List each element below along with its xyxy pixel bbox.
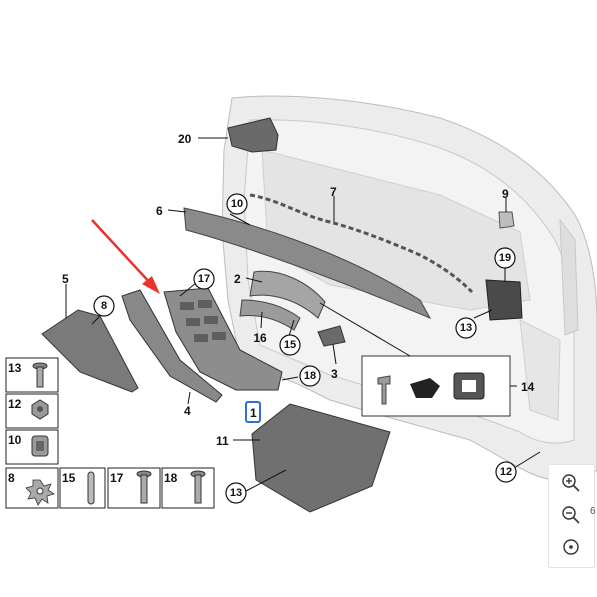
label-2: 2: [234, 272, 241, 286]
switch-buttons: [180, 300, 226, 342]
legend-12: 12: [8, 397, 22, 411]
zoom-controls: [548, 464, 595, 568]
part-1-highlight-box: [245, 401, 261, 423]
nut-12-icon: [31, 399, 49, 420]
svg-text:12: 12: [500, 466, 512, 478]
circle-label-15: 15: [279, 334, 301, 356]
legend-10: 10: [8, 433, 22, 447]
reset-view-icon: [563, 539, 579, 555]
label-6: 6: [156, 204, 163, 218]
label-3: 3: [331, 367, 338, 381]
svg-text:17: 17: [198, 273, 210, 285]
circle-label-10: 10: [226, 193, 248, 215]
zoom-side-text: 6: [590, 506, 596, 517]
legend-15: 15: [62, 471, 76, 485]
label-1: 1: [250, 406, 257, 420]
part-14-inset-box: [361, 355, 511, 417]
svg-text:10: 10: [231, 198, 243, 210]
label-4: 4: [184, 404, 191, 418]
circle-label-18: 18: [299, 365, 321, 387]
label-14: 14: [521, 380, 535, 394]
svg-text:16: 16: [253, 331, 267, 345]
clip-10-icon: [31, 435, 49, 457]
part-4-armrest: [121, 289, 223, 403]
zoom-out-button[interactable]: [557, 501, 585, 529]
circle-label-16: 16: [253, 331, 267, 345]
part-2-handle-bezel: [249, 270, 326, 319]
legend-13: 13: [8, 361, 22, 375]
part-19-block: [485, 279, 523, 321]
pin-15-icon: [87, 471, 95, 505]
reset-view-button[interactable]: [557, 533, 585, 561]
legend-8: 8: [8, 471, 15, 485]
svg-text:18: 18: [304, 370, 316, 382]
legend-18: 18: [164, 471, 178, 485]
screw-17-icon: [136, 470, 152, 504]
fastener-legend: 13 12 10 8 15 17 18: [5, 357, 215, 509]
label-5: 5: [62, 272, 69, 286]
circle-label-13-pocket: 13: [225, 482, 247, 504]
circle-label-19: 19: [494, 247, 516, 269]
part-20-bracket: [227, 117, 279, 153]
circle-label-17: 17: [193, 268, 215, 290]
screw-18-icon: [190, 470, 206, 504]
svg-text:13: 13: [230, 487, 242, 499]
zoom-in-icon: [562, 474, 580, 492]
part-9-clip: [498, 211, 515, 229]
legend-17: 17: [110, 471, 124, 485]
screw-13-icon: [32, 362, 48, 388]
part-3-bracket: [317, 325, 346, 347]
svg-text:15: 15: [284, 339, 296, 351]
zoom-in-button[interactable]: [557, 469, 585, 497]
part-11-pocket: [251, 403, 391, 513]
circle-label-13-door: 13: [455, 317, 477, 339]
svg-text:13: 13: [460, 322, 472, 334]
zoom-out-icon: [562, 506, 580, 524]
part-5-panel: [41, 309, 139, 393]
label-9: 9: [502, 187, 509, 201]
svg-text:8: 8: [101, 300, 107, 312]
label-7: 7: [330, 185, 337, 199]
part-7-cable: [249, 193, 474, 294]
part-6-trim-strip: [183, 207, 432, 320]
label-20: 20: [178, 132, 192, 146]
circle-label-12: 12: [495, 461, 517, 483]
svg-text:19: 19: [499, 252, 511, 264]
washer-8-icon: [25, 479, 55, 506]
circle-label-8: 8: [93, 295, 115, 317]
leader-lines: [65, 137, 541, 492]
label-11: 11: [216, 434, 229, 448]
part-16-handle: [239, 299, 301, 331]
red-arrow-icon: [91, 219, 160, 294]
